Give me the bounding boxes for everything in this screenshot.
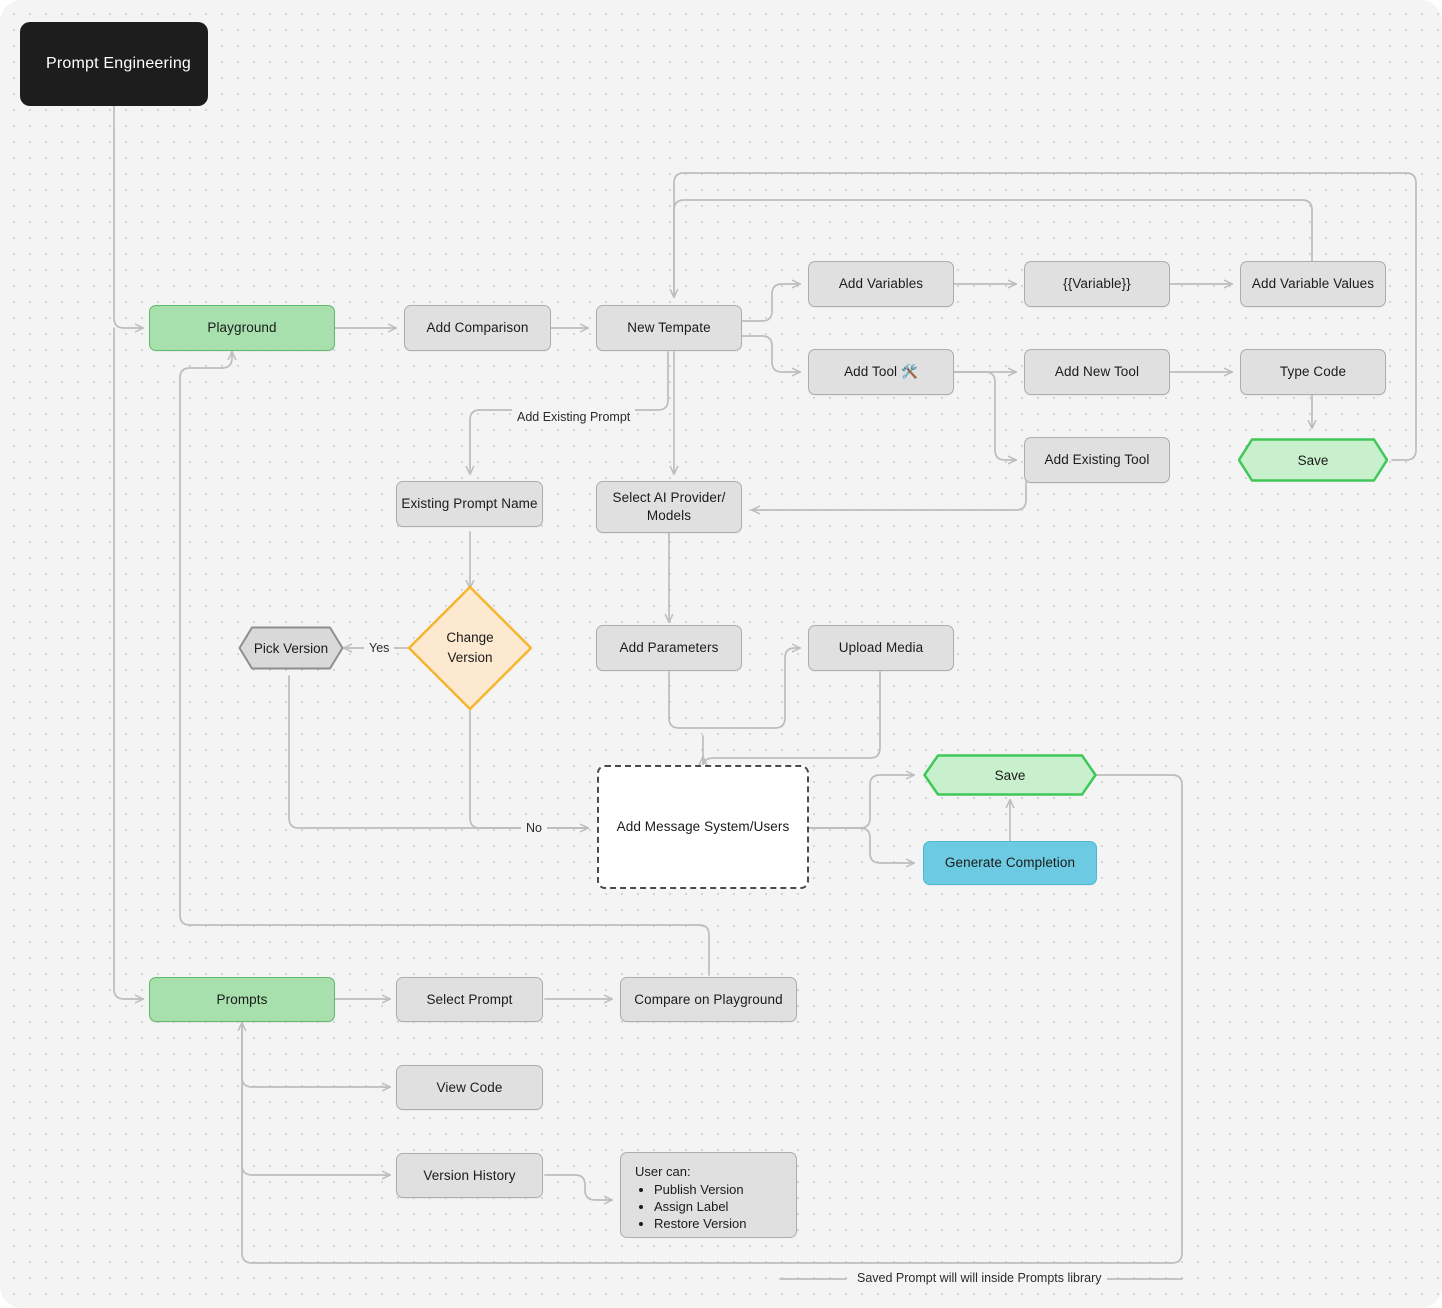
note-title: User can: [635,1164,691,1179]
node-add-variables[interactable]: Add Variables [808,261,954,307]
node-select-prompt[interactable]: Select Prompt [396,977,543,1022]
node-label: Version History [423,1167,516,1183]
node-label-line-1: Change [446,630,494,646]
node-generate-completion[interactable]: Generate Completion [923,841,1097,885]
node-label-line-2: Models [646,508,692,523]
node-label: Add Parameters [619,640,719,656]
node-add-existing-tool[interactable]: Add Existing Tool [1024,437,1170,483]
node-label-line-2: Version [447,650,493,665]
hexagon-shape [1238,438,1388,482]
node-label: Pick Version [253,640,329,656]
node-type-code[interactable]: Type Code [1240,349,1386,395]
note-list: Publish Version Assign Label Restore Ver… [635,1182,782,1231]
node-add-parameters[interactable]: Add Parameters [596,625,742,671]
diagram-title-card: Prompt Engineering [20,22,208,106]
edge-label-yes: Yes [364,640,395,656]
node-label: Add Variables [838,276,924,292]
node-add-message-system-users[interactable]: Add Message System/Users [597,765,809,889]
note-user-can: User can: Publish Version Assign Label R… [620,1152,797,1238]
hexagon-shape [923,754,1097,796]
node-label: Upload Media [838,640,924,656]
node-add-variable-values[interactable]: Add Variable Values [1240,261,1386,307]
node-label: Prompts [216,991,268,1007]
node-new-template[interactable]: New Tempate [596,305,742,351]
node-label: New Tempate [627,320,711,336]
node-label: Generate Completion [944,855,1076,871]
list-item: Publish Version [654,1182,782,1197]
node-prompts[interactable]: Prompts [149,977,335,1022]
edge-label-no: No [521,820,547,836]
node-label: Add Message System/Users [616,819,790,835]
node-upload-media[interactable]: Upload Media [808,625,954,671]
node-label: Existing Prompt Name [401,496,538,512]
node-version-history[interactable]: Version History [396,1153,543,1198]
node-playground[interactable]: Playground [149,305,335,351]
footer-note: Saved Prompt will will inside Prompts li… [852,1270,1107,1286]
node-change-version[interactable]: Change Version [407,585,533,711]
node-variable-token[interactable]: {{Variable}} [1024,261,1170,307]
node-label: Compare on Playground [634,991,783,1007]
node-add-tool[interactable]: Add Tool 🛠️ [808,349,954,395]
node-label: Change Version [407,585,533,711]
node-label-line-1: Select AI Provider/ [612,490,726,506]
node-label: Add Existing Tool [1044,452,1150,468]
node-add-new-tool[interactable]: Add New Tool [1024,349,1170,395]
node-label: Type Code [1279,364,1347,380]
node-label: {{Variable}} [1063,276,1131,292]
node-select-ai-provider[interactable]: Select AI Provider/ Models [596,481,742,533]
node-label: Playground [207,320,277,336]
node-add-comparison[interactable]: Add Comparison [404,305,551,351]
node-label: Add Comparison [426,320,529,336]
node-label: View Code [436,1079,503,1095]
node-label: Add New Tool [1054,364,1140,380]
node-save-main[interactable]: Save [923,754,1097,796]
node-pick-version[interactable]: Pick Version [238,626,344,670]
node-existing-prompt-name[interactable]: Existing Prompt Name [396,481,543,527]
list-item: Assign Label [654,1199,782,1214]
node-label: Save [1297,452,1329,468]
node-label: Select Prompt [426,991,513,1007]
node-label: Select AI Provider/ Models [613,489,726,525]
node-label: Add Variable Values [1251,276,1375,292]
list-item: Restore Version [654,1216,782,1231]
page-title: Prompt Engineering [46,55,192,72]
hexagon-shape [238,626,344,670]
edge-label-add-existing-prompt: Add Existing Prompt [512,409,636,425]
node-view-code[interactable]: View Code [396,1065,543,1110]
diamond-shape [407,585,533,711]
node-label: Save [994,767,1026,783]
node-save-tool[interactable]: Save [1238,438,1388,482]
node-label: Add Tool 🛠️ [844,364,918,380]
node-compare-on-playground[interactable]: Compare on Playground [620,977,797,1022]
